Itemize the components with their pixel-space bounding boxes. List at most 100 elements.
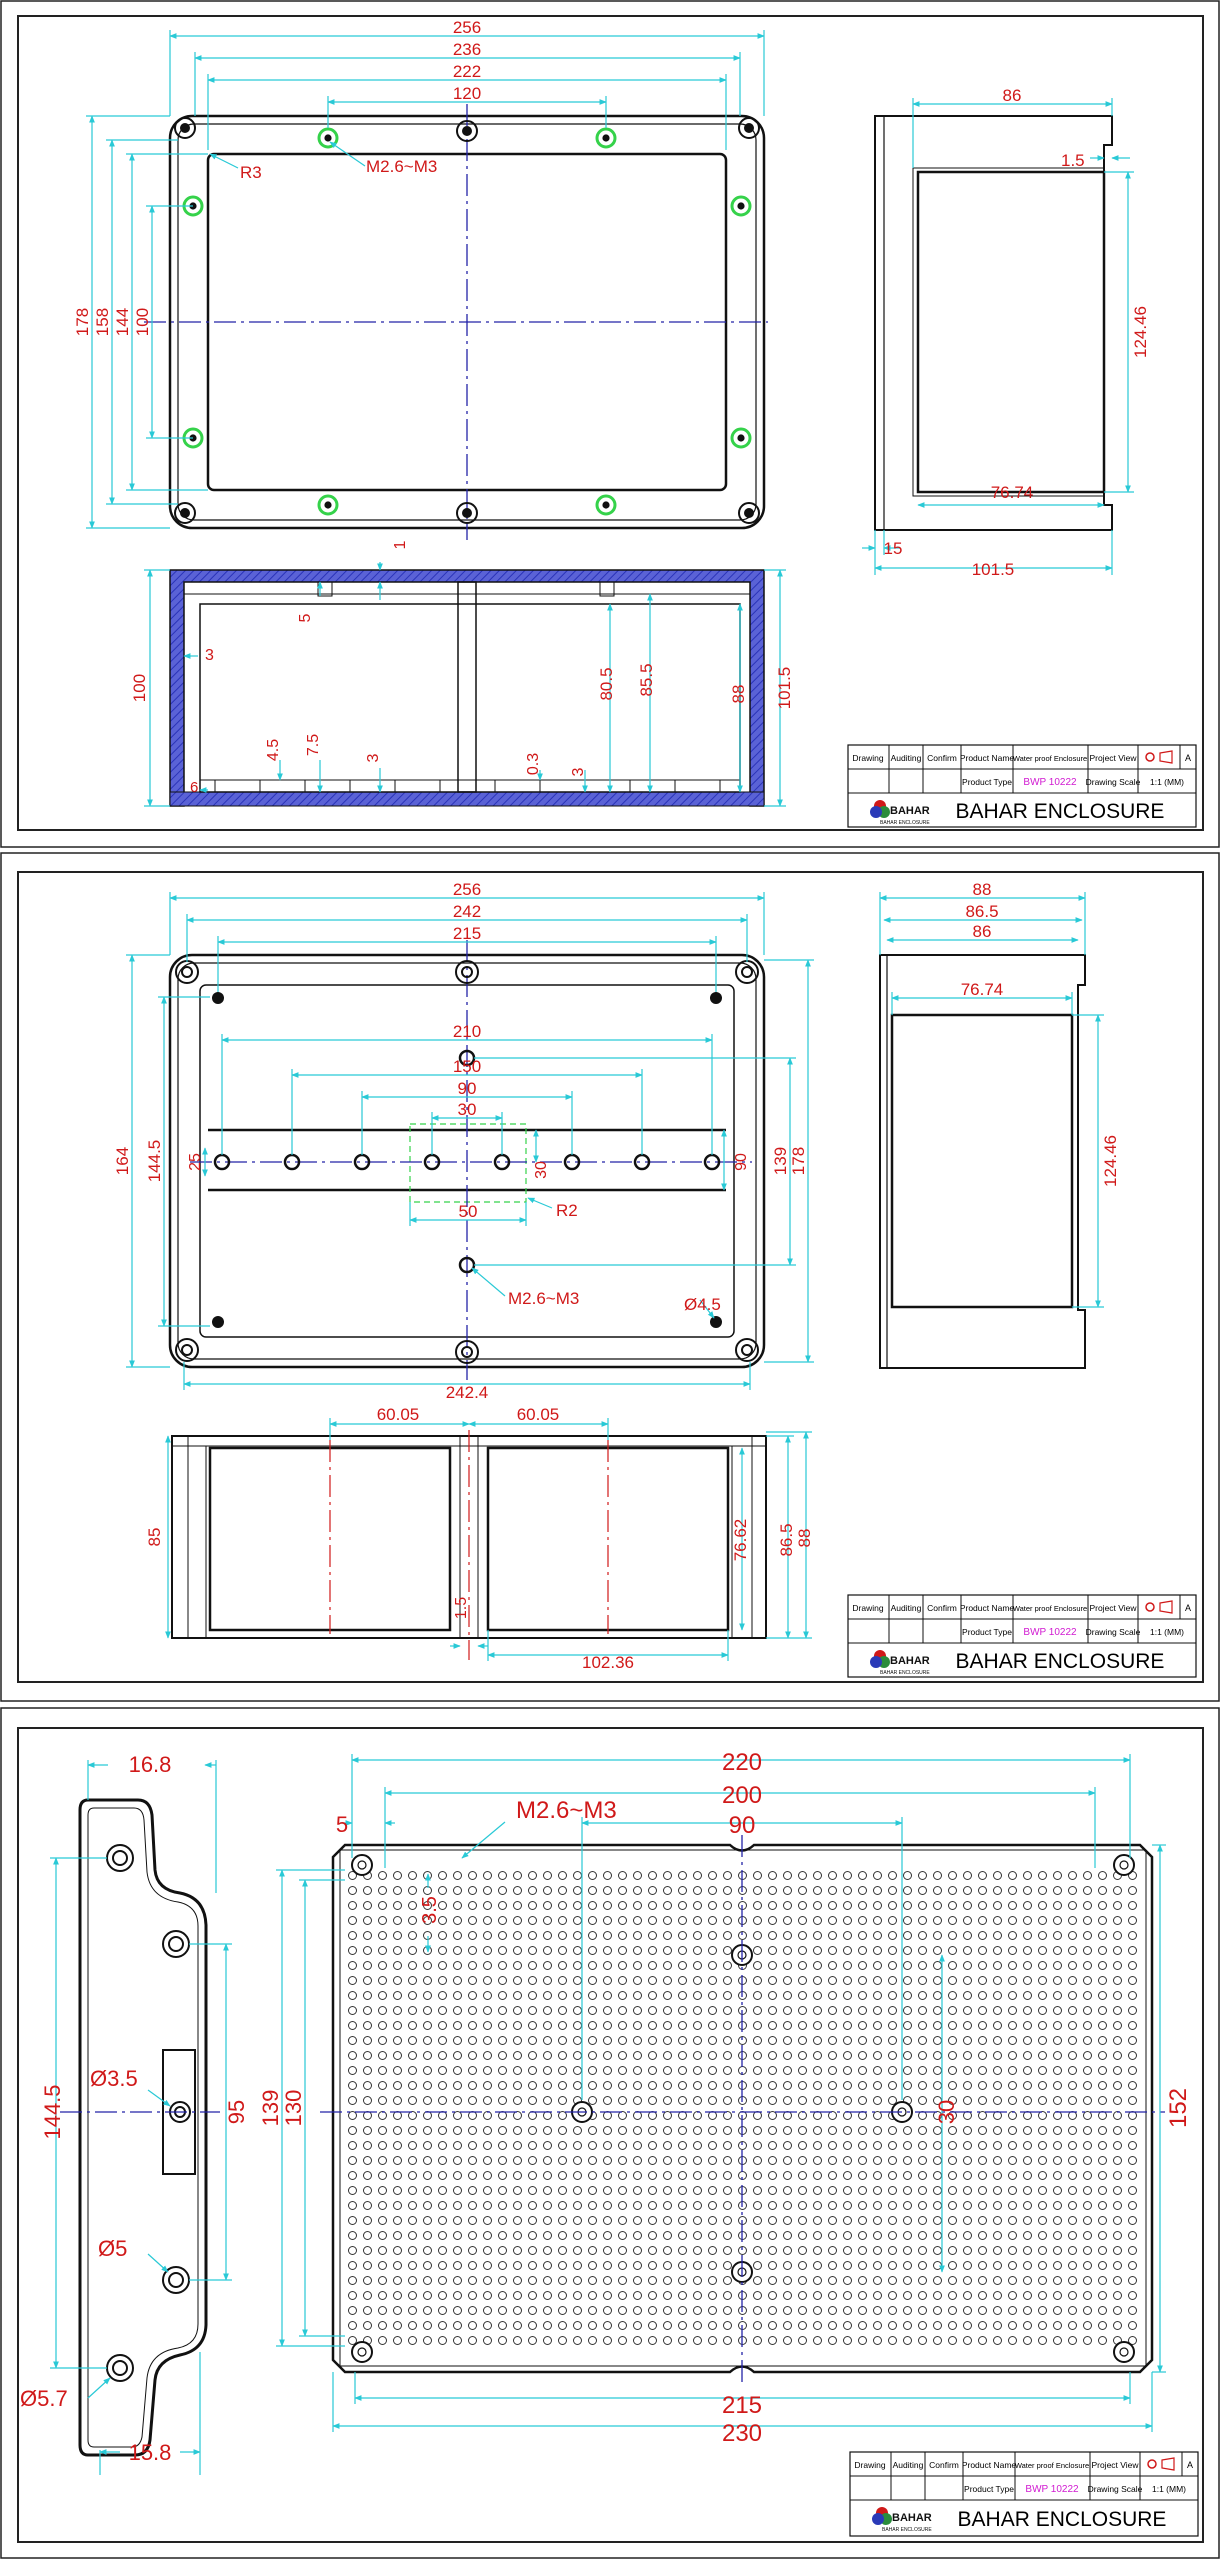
screw-label: M2.6~M3: [366, 157, 437, 176]
tb3-drawing: Drawing: [854, 2460, 885, 2470]
s2-side-124-46: 124.46: [1101, 1135, 1120, 1187]
dim-width-236: 236: [453, 40, 481, 59]
sheet-2-top-view: 256 242 215 210 150 90 30 164 144.5 25 3…: [113, 880, 814, 1402]
section-dim-3-floor: 3: [365, 753, 382, 762]
tb3-product-name: Product Name: [962, 2460, 1017, 2470]
s2-dim-50: 50: [459, 1202, 478, 1221]
sheet-2-inner-frame: [17, 871, 1204, 1683]
section-dim-0-3: 0.3: [525, 753, 542, 775]
section-dim-5: 5: [297, 613, 314, 622]
s3-plate-edge-5: 5: [336, 1812, 348, 1837]
svg-text:BAHAR ENCLOSURE: BAHAR ENCLOSURE: [880, 1670, 930, 1676]
s3-profile-hole-3-5: Ø3.5: [90, 2066, 138, 2091]
s2-dim-164: 164: [113, 1147, 132, 1175]
s2-front-88: 88: [795, 1529, 814, 1548]
tb1-company: BAHAR ENCLOSURE: [956, 800, 1165, 823]
bahar-logo-1: BAHAR BAHAR ENCLOSURE: [870, 800, 930, 826]
section-dim-3-rib: 3: [570, 767, 587, 776]
s3-plate-200: 200: [722, 1782, 762, 1809]
dim-height-144: 144: [113, 308, 132, 336]
s2-side-86-5: 86.5: [965, 902, 998, 921]
section-dim-4-5: 4.5: [265, 739, 282, 761]
s3-plate-30: 30: [934, 2100, 959, 2124]
dim-depth-86: 86: [1003, 86, 1022, 105]
sheet-3: 16.8 144.5 Ø3.5 95 Ø5 Ø5.7 15.8: [0, 1707, 1220, 2559]
svg-text:BAHAR: BAHAR: [892, 2512, 932, 2524]
s3-profile-16-8: 16.8: [129, 1752, 172, 1777]
sheet-3-title-block: Drawing Auditing Confirm Product Name Wa…: [849, 2451, 1199, 2537]
svg-text:BAHAR ENCLOSURE: BAHAR ENCLOSURE: [882, 2527, 932, 2533]
dim-height-178: 178: [73, 308, 92, 336]
sheet-1-top-view: 256 236 222 120 178 158 144 100 R3 M2.6~…: [73, 18, 768, 540]
s2-front-76-62: 76.62: [731, 1519, 750, 1562]
tb1-auditing: Auditing: [891, 753, 922, 763]
tb1-confirm: Confirm: [927, 753, 957, 763]
s3-plate-220: 220: [722, 1749, 762, 1776]
tb3-projection-a: A: [1187, 2460, 1193, 2470]
section-dim-80-5: 80.5: [597, 667, 616, 700]
s2-side-76-74: 76.74: [961, 980, 1004, 999]
s3-plate-139: 139: [258, 2090, 283, 2127]
sheet-1-outer-frame: [0, 0, 1220, 848]
bahar-logo-2: BAHAR BAHAR ENCLOSURE: [870, 1650, 930, 1676]
s2-radius-label: R2: [556, 1201, 578, 1220]
dim-height-100: 100: [133, 308, 152, 336]
s3-profile-144-5: 144.5: [40, 2084, 65, 2139]
tb1-waterproof: Water proof Enclosure: [1013, 754, 1087, 763]
s2-front-60-05-right: 60.05: [517, 1405, 560, 1424]
s2-front-85: 85: [145, 1528, 164, 1547]
dim-wall-1-5: 1.5: [1061, 151, 1085, 170]
tb2-drawing: Drawing: [852, 1603, 883, 1613]
tb3-company: BAHAR ENCLOSURE: [958, 2508, 1167, 2531]
tb2-scale-label: Drawing Scale: [1086, 1627, 1141, 1637]
tb1-scale-label: Drawing Scale: [1086, 777, 1141, 787]
s2-dim-210: 210: [453, 1022, 481, 1041]
tb2-waterproof: Water proof Enclosure: [1013, 1604, 1087, 1613]
s2-dim-256: 256: [453, 880, 481, 899]
s2-dim-90-rail: 90: [733, 1153, 750, 1171]
tb2-company: BAHAR ENCLOSURE: [956, 1650, 1165, 1673]
s2-front-86-5: 86.5: [777, 1523, 796, 1556]
tb2-auditing: Auditing: [891, 1603, 922, 1613]
section-dim-101-5: 101.5: [775, 667, 794, 710]
s3-profile-95: 95: [224, 2100, 249, 2124]
dim-width-222: 222: [453, 62, 481, 81]
tb3-auditing: Auditing: [893, 2460, 924, 2470]
dim-width-120: 120: [453, 84, 481, 103]
sheet-3-inner-frame: [17, 1727, 1204, 2543]
tb3-scale-label: Drawing Scale: [1088, 2484, 1143, 2494]
tb1-product-type: BWP 10222: [1023, 777, 1077, 788]
s2-dim-150: 150: [453, 1057, 481, 1076]
s3-plate-152: 152: [1165, 2088, 1192, 2128]
s3-plate-screw-label: M2.6~M3: [516, 1797, 617, 1824]
tb1-product-type-label: Product Type: [962, 777, 1012, 787]
dim-inner-width-76-74: 76.74: [991, 483, 1034, 502]
sheet-3-profile-view: 16.8 144.5 Ø3.5 95 Ø5 Ø5.7 15.8: [20, 1752, 249, 2475]
s2-dim-178: 178: [789, 1147, 808, 1175]
tb3-project-view: Project View: [1091, 2460, 1139, 2470]
s2-dim-139: 139: [771, 1147, 790, 1175]
screw-boss-group: [174, 117, 760, 524]
bahar-logo-3: BAHAR BAHAR ENCLOSURE: [872, 2507, 932, 2533]
tb2-product-type-label: Product Type: [962, 1627, 1012, 1637]
dim-width-256: 256: [453, 18, 481, 37]
dim-flange-15: 15: [884, 539, 903, 558]
sheet-3-outer-frame: [0, 1707, 1220, 2559]
s3-profile-hole-5-7: Ø5.7: [20, 2386, 68, 2411]
svg-text:BAHAR: BAHAR: [890, 1655, 930, 1667]
s2-dim-25: 25: [187, 1153, 204, 1171]
dim-height-158: 158: [93, 308, 112, 336]
tb2-product-type: BWP 10222: [1023, 1627, 1077, 1638]
tb1-drawing: Drawing: [852, 753, 883, 763]
s2-dim-30-rail: 30: [533, 1161, 550, 1179]
section-dim-85-5: 85.5: [637, 663, 656, 696]
s3-plate-pitch-3-5: 3.5: [419, 1896, 441, 1924]
s2-dim-144-5: 144.5: [145, 1140, 164, 1183]
s2-dim-242: 242: [453, 902, 481, 921]
section-dim-88: 88: [729, 685, 748, 704]
dim-height-124-46: 124.46: [1131, 306, 1150, 358]
sheet-2-side-view: 88 86.5 86 76.74 124.46: [879, 880, 1120, 1369]
tb2-product-name: Product Name: [960, 1603, 1015, 1613]
s2-front-60-05-left: 60.05: [377, 1405, 420, 1424]
